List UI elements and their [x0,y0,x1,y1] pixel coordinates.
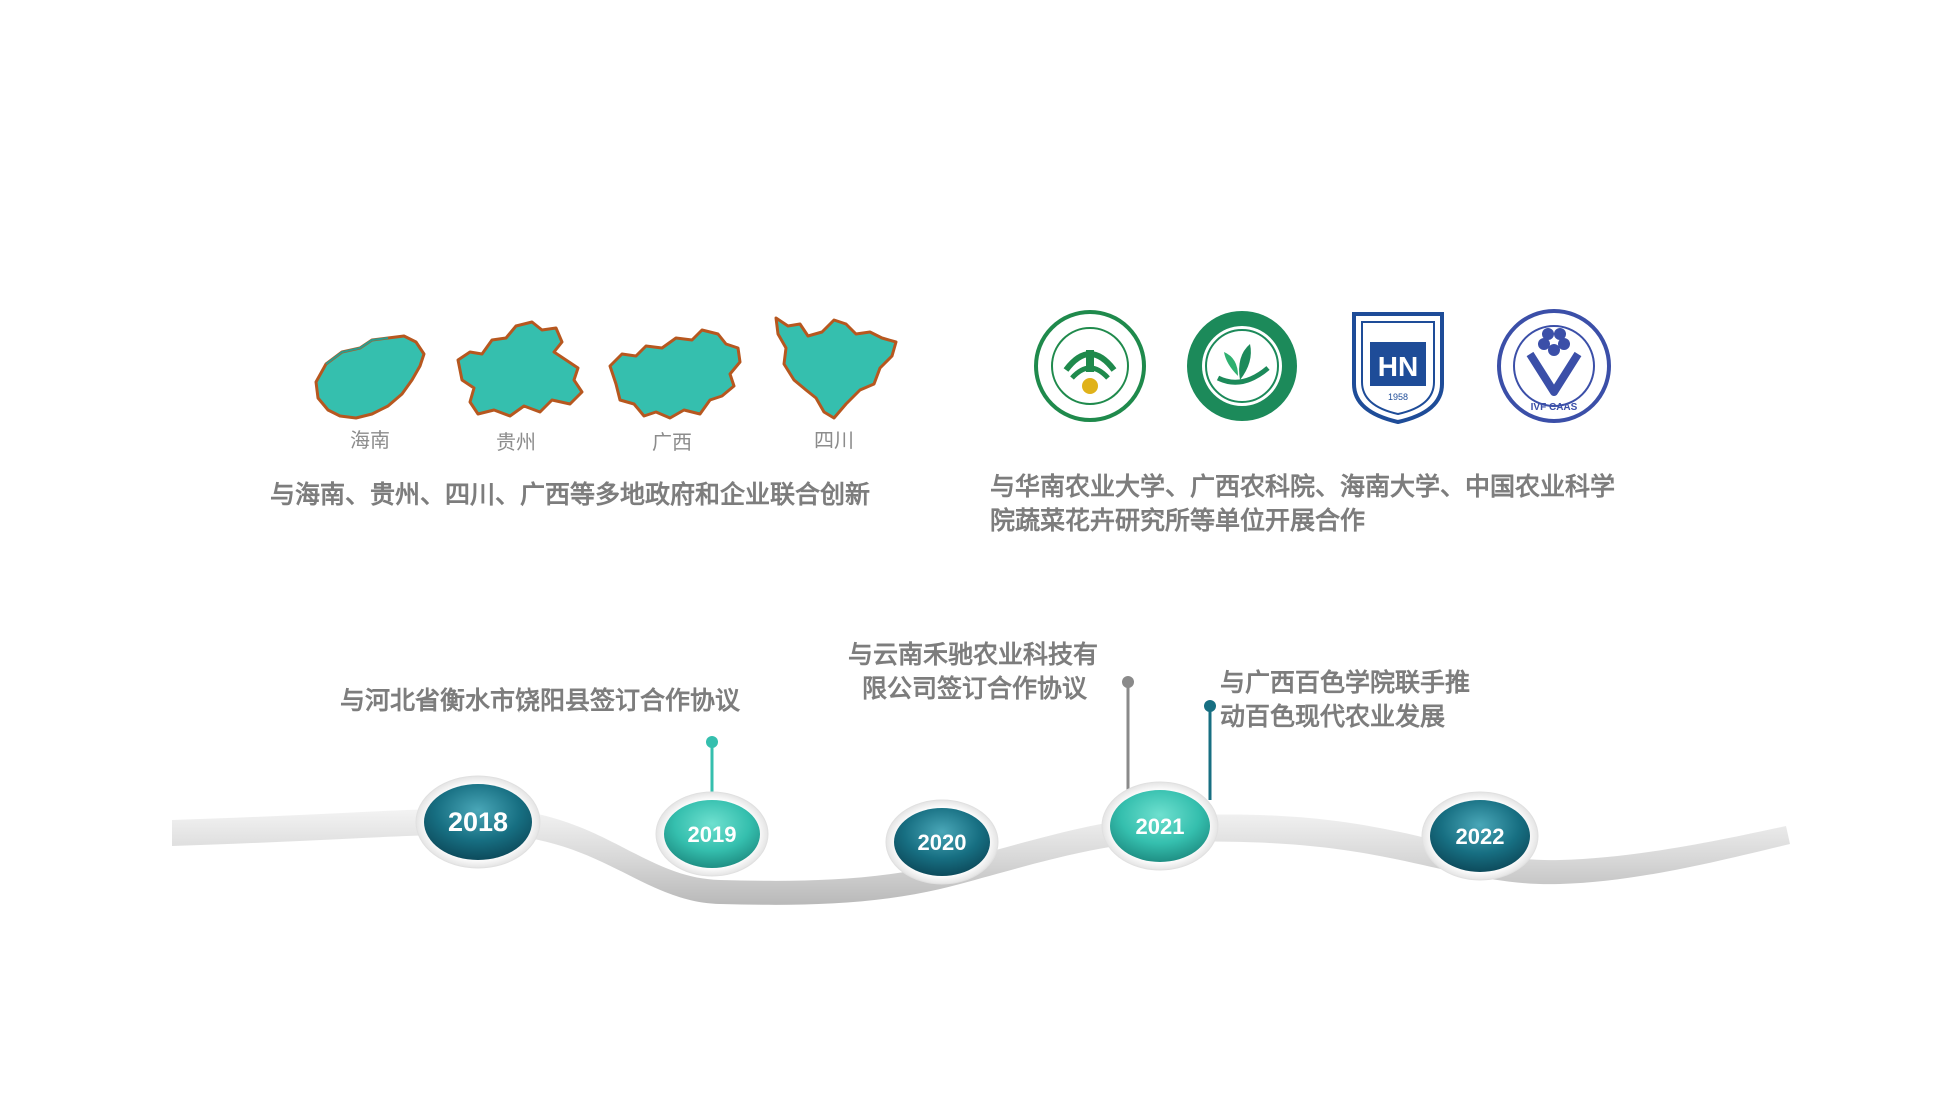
sichuan-map-icon [774,316,898,420]
guangxi-academy-agri-logo [1187,311,1297,421]
guizhou-map-icon [456,320,584,418]
event-2021-text-line2: 动百色现代农业发展 [1220,702,1446,731]
year-node-2021[interactable]: 2021 [1101,781,1219,871]
hainan-univ-logo: HN 1958 [1352,312,1444,424]
province-label-guangxi: 广西 [652,430,692,454]
connector-2019-dot [706,736,718,748]
connector-2021-dot [1204,700,1216,712]
right-caption-line2: 院蔬菜花卉研究所等单位开展合作 [990,506,1366,535]
year-node-2019[interactable]: 2019 [655,791,769,877]
caas-logo-text: IVF CAAS [1531,402,1578,413]
hainan-univ-year: 1958 [1388,392,1408,402]
connector-2020-dot [1122,676,1134,688]
year-node-2018[interactable]: 2018 [415,775,541,869]
year-label-2018: 2018 [448,807,508,837]
hainan-map-icon [314,334,426,420]
year-node-2022[interactable]: 2022 [1421,791,1539,881]
guangxi-map-icon [608,328,742,420]
year-label-2020: 2020 [918,830,967,855]
province-label-hainan: 海南 [350,428,390,452]
event-2020-text-line2: 限公司签订合作协议 [862,674,1088,703]
hainan-univ-letters: HN [1378,351,1418,382]
event-2021-text-line1: 与广西百色学院联手推 [1220,668,1471,697]
south-china-agri-univ-logo [1034,310,1146,422]
event-2020-text-line1: 与云南禾驰农业科技有 [848,640,1099,669]
year-label-2022: 2022 [1456,824,1505,849]
event-2018-text: 与河北省衡水市饶阳县签订合作协议 [340,686,741,715]
year-label-2021: 2021 [1136,814,1185,839]
left-caption: 与海南、贵州、四川、广西等多地政府和企业联合创新 [270,480,871,509]
right-caption-line1: 与华南农业大学、广西农科院、海南大学、中国农业科学 [990,472,1616,501]
province-label-sichuan: 四川 [814,428,854,452]
province-label-guizhou: 贵州 [496,430,536,454]
year-label-2019: 2019 [688,822,737,847]
caas-ivf-logo: IVF CAAS [1497,309,1611,423]
year-node-2020[interactable]: 2020 [885,799,999,885]
